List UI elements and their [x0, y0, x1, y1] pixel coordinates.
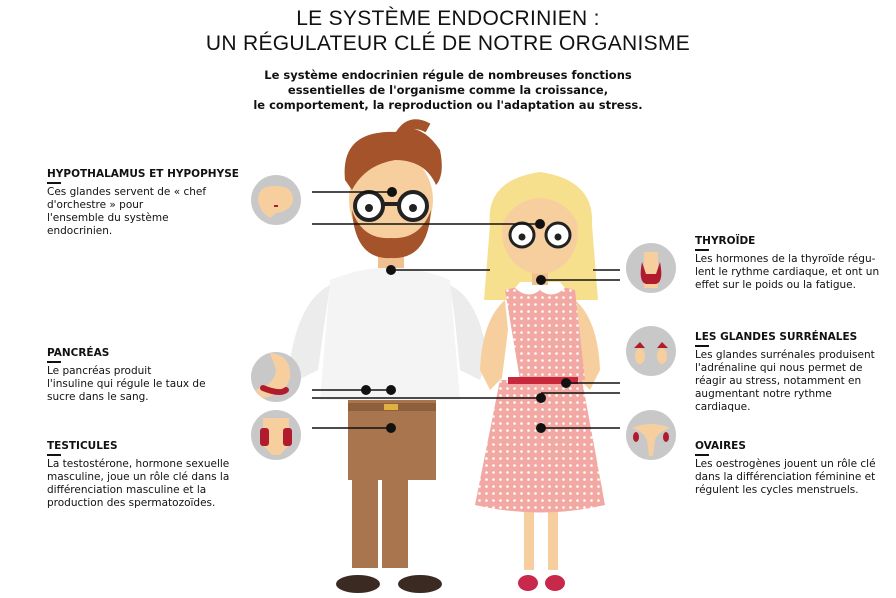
gland-pancreas: PANCRÉAS Le pancréas produit l'insuline … — [47, 347, 267, 404]
man-figure — [290, 119, 488, 593]
pancreas-icon — [251, 352, 301, 402]
connector-lines — [312, 191, 620, 429]
thyroid-icon — [626, 243, 676, 293]
gland-testicules: TESTICULES La testostérone, hormone sexu… — [47, 440, 287, 510]
gland-hypothalamus: HYPOTHALAMUS ET HYPOPHYSE Ces glandes se… — [47, 168, 267, 238]
intro-text: Le système endocrinien régule de nombreu… — [253, 68, 643, 112]
gland-ovaires: OVAIRES Les oestrogènes jouent un rôle c… — [695, 440, 895, 497]
connector-dots — [361, 187, 571, 433]
testicles-icon — [251, 410, 301, 460]
ovaries-icon — [626, 410, 676, 460]
adrenal-icon — [626, 326, 676, 376]
gland-thyroide: THYROÏDE Les hormones de la thyroïde rég… — [695, 235, 895, 292]
gland-surrenales: LES GLANDES SURRÉNALES Les glandes surré… — [695, 331, 895, 414]
woman-figure — [475, 172, 605, 591]
brain-icon — [251, 175, 301, 225]
page-title: LE SYSTÈME ENDOCRINIEN : UN RÉGULATEUR C… — [205, 7, 691, 55]
